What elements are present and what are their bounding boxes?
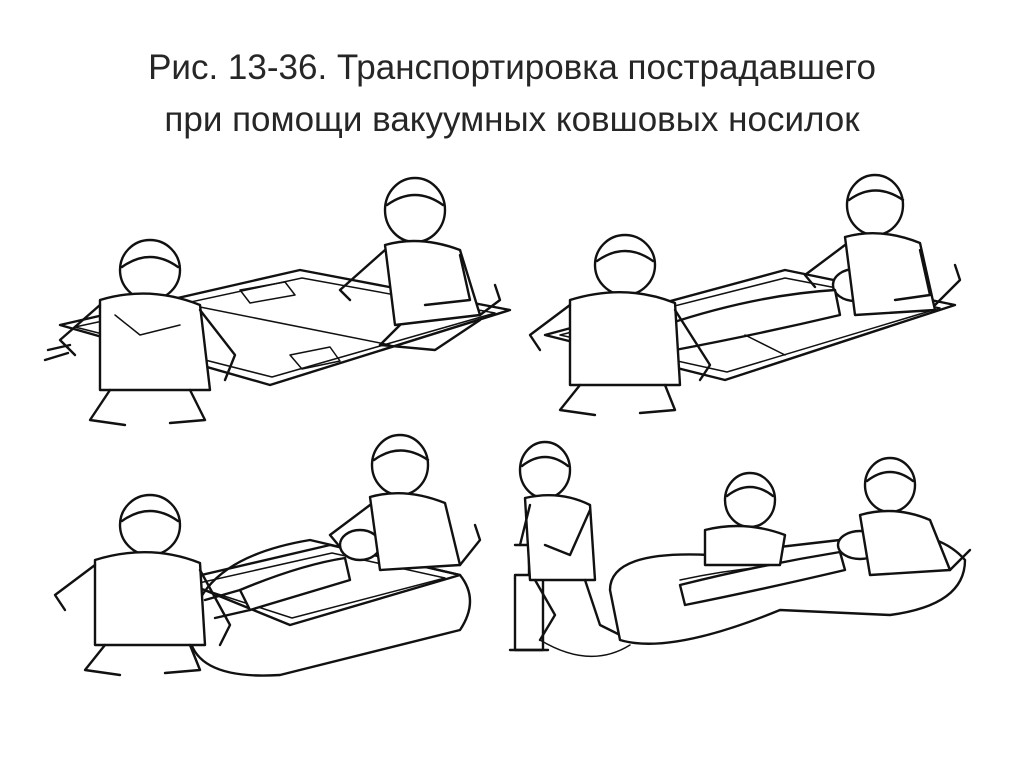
rescuer-figure-left: [528, 233, 712, 417]
illustration-panel-2: [528, 173, 962, 417]
rescuer-figure-left: [58, 238, 237, 427]
illustration-panel-4: [508, 440, 972, 658]
rescuer-figure-right: [338, 176, 502, 352]
figure-caption: Рис. 13-36. Транспортировка пострадавшег…: [0, 42, 1024, 146]
rescuer-figure-right: [803, 173, 962, 317]
caption-line-2: при помощи вакуумных ковшовых носилок: [164, 100, 860, 139]
vacuum-mattress: [188, 538, 472, 677]
caption-line-1: Рис. 13-36. Транспортировка пострадавшег…: [148, 48, 876, 87]
victim-figure: [203, 528, 382, 620]
rescuer-figure-right: [328, 433, 482, 572]
rescuer-figure-middle: [703, 471, 787, 567]
illustration-panel-3: [53, 433, 482, 677]
rescuer-figure-pumping: [518, 440, 622, 642]
rescuer-figure-right: [858, 456, 972, 577]
rescuer-figure-left: [53, 493, 232, 677]
illustration-panel-1: [43, 176, 512, 427]
